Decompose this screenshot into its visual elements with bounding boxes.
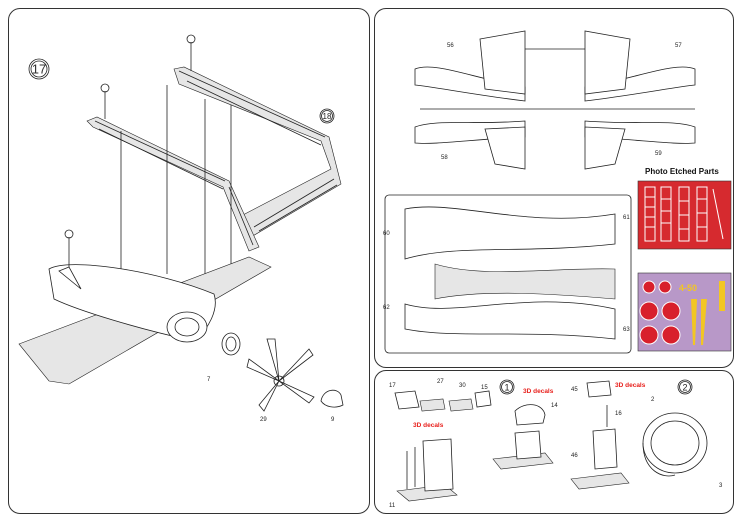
cockpit-floor-right: 45 3D decals 16 46 [570, 380, 646, 490]
part-9-label: 9 [331, 417, 335, 423]
fuselage-sprue: 60 61 62 63 [383, 194, 632, 354]
decal-note-2: 3D decals [523, 388, 554, 395]
step-18-badge: 18 [319, 108, 335, 124]
upper-wing-part [173, 34, 342, 238]
part-3-label: 3 [719, 483, 723, 489]
part-62-label: 62 [383, 305, 390, 311]
part-56-label: 56 [447, 43, 454, 49]
spinner-part: 9 [320, 389, 344, 423]
sprue-layout-panel: 56 57 58 59 60 61 62 63 Photo Etched Par… [374, 8, 734, 368]
part-60-label: 60 [383, 231, 390, 237]
decal-note-1: 3D decals [413, 422, 444, 429]
part-7-label: 7 [207, 377, 211, 383]
assembly-steps-1-2-panel: 1 2 17 27 30 15 3D decals 11 [374, 370, 734, 514]
part-27-label: 27 [437, 379, 444, 385]
step-17-badge: 17 [28, 58, 50, 80]
part-61-label: 61 [623, 215, 630, 221]
front-wing-part [86, 83, 260, 252]
assembly-step-17-panel: 17 18 [8, 8, 370, 514]
step-1-badge: 1 [499, 379, 515, 395]
aircraft-fuselage [18, 229, 272, 385]
cockpit-floor-middle: 14 3D decals [492, 388, 558, 470]
sprue-drawing: 56 57 58 59 60 61 62 63 Photo Etched Par… [383, 30, 732, 354]
propeller-part: 29 [246, 338, 315, 423]
part-11-label: 11 [389, 503, 396, 509]
seat-parts-group: 17 27 30 15 3D decals [389, 379, 492, 429]
photo-etched-title: Photo Etched Parts [645, 167, 719, 176]
engine-ring-part: 7 [207, 332, 241, 383]
step-1-label: 1 [504, 383, 509, 393]
assembly-drawing: 17 18 [18, 34, 344, 423]
step-17-label: 17 [32, 62, 46, 77]
part-58-label: 58 [441, 155, 448, 161]
wing-sprue-lower: 58 59 [414, 120, 696, 170]
part-57-label: 57 [675, 43, 682, 49]
part-15-label: 15 [481, 385, 488, 391]
step-18-label: 18 [323, 112, 332, 121]
cowling-ring-part: 2 3 [642, 397, 723, 489]
decal-sheet: 4-50 [637, 272, 732, 352]
decal-number-text: 4-50 [679, 283, 697, 293]
step-2-badge: 2 [677, 379, 693, 395]
cockpit-floor-left: 11 [389, 438, 458, 509]
part-30-label: 30 [459, 383, 466, 389]
part-2-label: 2 [651, 397, 655, 403]
part-17-label: 17 [389, 383, 396, 389]
cockpit-assembly-drawing: 1 2 17 27 30 15 3D decals 11 [389, 379, 723, 509]
step-2-label: 2 [682, 383, 687, 393]
wing-sprue-upper: 56 57 [414, 30, 696, 110]
part-59-label: 59 [655, 151, 662, 157]
part-46-label: 46 [571, 453, 578, 459]
part-29-label: 29 [260, 417, 267, 423]
part-45-label: 45 [571, 387, 578, 393]
part-14-label: 14 [551, 403, 558, 409]
photo-etched-fret [637, 180, 732, 250]
decal-note-3: 3D decals [615, 382, 646, 389]
part-16-label: 16 [615, 411, 622, 417]
part-63-label: 63 [623, 327, 630, 333]
